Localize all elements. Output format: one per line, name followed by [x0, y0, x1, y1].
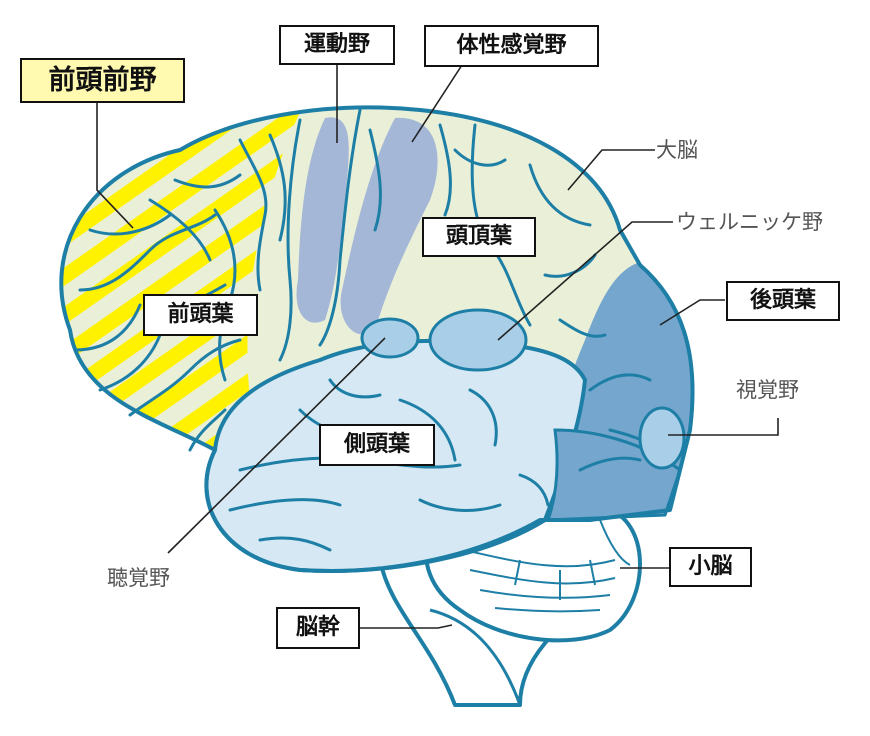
motor-cortex-area — [296, 117, 349, 323]
parietal-label: 頭頂葉 — [422, 217, 536, 257]
auditory-label: 聴覚野 — [107, 566, 170, 590]
cerebrum-outline — [59, 105, 695, 573]
leader-auditory — [167, 337, 386, 554]
somatosensory-area — [340, 117, 438, 335]
brain-sulci — [73, 108, 662, 552]
wernicke-oval — [428, 308, 528, 372]
leader-visual — [668, 418, 779, 436]
temporal-label: 側頭葉 — [319, 424, 435, 466]
cerebellum-label: 小脳 — [669, 547, 752, 587]
occipital-label: 後頭葉 — [726, 281, 840, 321]
leader-prefrontal — [96, 103, 134, 229]
auditory-oval — [360, 317, 420, 359]
wernicke-label: ウェルニッケ野 — [676, 210, 823, 234]
cerebrum-label: 大脳 — [656, 138, 698, 162]
leader-wernicke — [497, 221, 673, 341]
brainstem-label: 脳幹 — [276, 607, 360, 649]
brainstem-inner-line — [429, 608, 522, 706]
leader-somatosensory — [411, 64, 463, 143]
frontal-label: 前頭葉 — [143, 294, 258, 336]
cerebellum-folia — [454, 519, 631, 613]
visual-label: 視覚野 — [736, 378, 799, 402]
leader-cerebrum — [567, 149, 655, 191]
leader-occipital — [659, 299, 725, 326]
visual-oval — [638, 406, 686, 470]
motor-label: 運動野 — [279, 25, 395, 65]
somatosensory-label: 体性感覚野 — [424, 25, 599, 67]
leader-lines — [96, 62, 779, 629]
prefrontal-label: 前頭前野 — [20, 58, 185, 103]
leader-brainstem — [355, 624, 453, 629]
